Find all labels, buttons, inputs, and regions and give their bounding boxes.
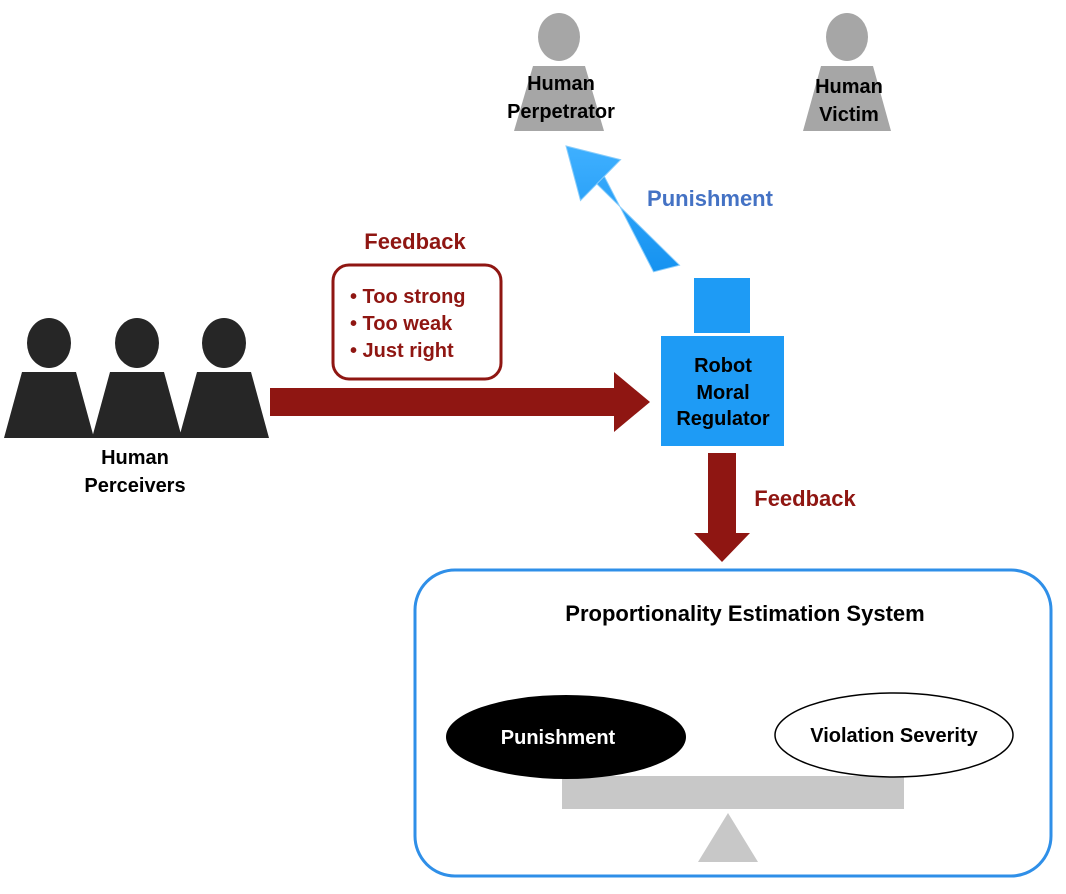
victim-label-line1: Human — [815, 76, 883, 98]
scale-beam — [562, 776, 904, 809]
robot-body — [661, 336, 784, 446]
perpetrator-label-line1: Human — [527, 73, 595, 95]
feedback-top-label: Feedback — [364, 229, 466, 254]
perceiver-figure-3 — [179, 318, 269, 438]
perceiver-2-body-icon — [92, 372, 182, 438]
perceiver-1-body-icon — [4, 372, 94, 438]
robot-label-line3: Regulator — [676, 408, 770, 430]
robot-label-line1: Robot — [694, 355, 752, 377]
feedback-vertical-arrow — [694, 453, 750, 562]
perceiver-figure-1 — [4, 318, 94, 438]
victim-label-line2: Victim — [819, 104, 879, 126]
perpetrator-body-icon — [514, 66, 604, 131]
robot-label-line2: Moral — [696, 382, 749, 404]
feedback-option-3: • Just right — [350, 340, 454, 362]
perpetrator-head-icon — [538, 13, 580, 61]
perceiver-3-body-icon — [179, 372, 269, 438]
robot-figure — [661, 278, 784, 446]
victim-figure — [803, 13, 891, 131]
feedback-option-1: • Too strong — [350, 286, 466, 308]
perceiver-2-head-icon — [115, 318, 159, 368]
punishment-arrow — [565, 145, 681, 273]
feedback-option-2: • Too weak — [350, 313, 453, 335]
feedback-horizontal-arrow — [270, 372, 650, 432]
robot-head-icon — [694, 278, 750, 333]
punishment-pan-label: Punishment — [501, 727, 616, 749]
punishment-pan — [446, 695, 686, 779]
perceiver-3-head-icon — [202, 318, 246, 368]
violation-severity-pan-label: Violation Severity — [810, 725, 978, 747]
victim-body-icon — [803, 66, 891, 131]
perpetrator-label-line2: Perpetrator — [507, 101, 615, 123]
feedback-options-box — [331, 263, 503, 381]
proportionality-system-title: Proportionality Estimation System — [565, 601, 924, 626]
perceiver-1-head-icon — [27, 318, 71, 368]
perceiver-figure-2 — [92, 318, 182, 438]
perpetrator-figure — [514, 13, 604, 131]
feedback-bottom-label: Feedback — [754, 486, 856, 511]
violation-severity-pan — [774, 692, 1014, 778]
scale-fulcrum-icon — [698, 813, 758, 862]
victim-head-icon — [826, 13, 868, 61]
perceivers-label-line2: Perceivers — [84, 475, 185, 497]
punishment-arrow-label: Punishment — [647, 186, 774, 211]
perceivers-label-line1: Human — [101, 447, 169, 469]
